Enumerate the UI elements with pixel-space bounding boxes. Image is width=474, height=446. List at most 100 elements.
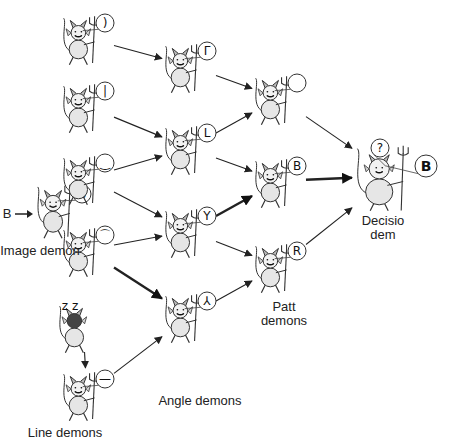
demon-figure bbox=[357, 139, 437, 211]
bubble-symbol: ⌒ bbox=[92, 227, 118, 243]
demon-face bbox=[267, 92, 273, 97]
signal-arrow bbox=[114, 117, 162, 137]
demon-head bbox=[71, 26, 86, 41]
bubble-tail bbox=[275, 89, 291, 90]
demon-node: Y bbox=[162, 205, 216, 257]
demon-node bbox=[252, 72, 306, 124]
demon-node: L bbox=[162, 122, 216, 174]
signal-arrow bbox=[114, 267, 162, 298]
demon-face bbox=[75, 172, 81, 177]
demon-head bbox=[71, 94, 86, 109]
demon-body bbox=[69, 180, 87, 199]
demon-arm bbox=[186, 235, 197, 238]
demon-body bbox=[44, 211, 63, 232]
bubble-tail bbox=[185, 57, 201, 58]
demon-body bbox=[171, 318, 189, 337]
bubble-symbol: ) bbox=[92, 15, 118, 31]
demon-head bbox=[45, 195, 61, 211]
bubble-symbol: — bbox=[92, 371, 118, 387]
bubble-symbol: B bbox=[413, 158, 439, 174]
pitchfork-head bbox=[398, 146, 408, 155]
bubble-symbol: Y bbox=[194, 208, 220, 224]
demon-head bbox=[173, 54, 188, 69]
demon-body bbox=[69, 40, 87, 59]
demon-head bbox=[263, 86, 278, 101]
signal-arrow bbox=[216, 242, 252, 256]
demon-body bbox=[69, 108, 87, 127]
signal-arrow bbox=[216, 158, 252, 171]
signal-arrow bbox=[216, 281, 252, 301]
demon-head bbox=[71, 382, 86, 397]
demon-figure bbox=[60, 306, 87, 353]
demon-node: | bbox=[60, 80, 114, 132]
demon-arm bbox=[276, 185, 287, 188]
demon-arm bbox=[84, 42, 95, 45]
demon-body bbox=[69, 396, 87, 415]
demon-face bbox=[267, 260, 273, 265]
signal-arrow bbox=[216, 113, 252, 133]
demon-arm bbox=[186, 70, 197, 73]
demon-face bbox=[177, 142, 183, 147]
demon-body bbox=[261, 268, 279, 287]
input-letter: B bbox=[0, 207, 14, 221]
demon-body bbox=[65, 328, 83, 347]
demon-node: ‿ bbox=[60, 152, 114, 204]
demon-body bbox=[261, 100, 279, 119]
demon-face bbox=[50, 202, 56, 207]
sleep-text: z z bbox=[57, 298, 83, 314]
demon-figure bbox=[256, 74, 306, 125]
signal-arrow bbox=[114, 45, 162, 58]
demon-arm bbox=[276, 102, 287, 105]
demon-outline bbox=[352, 140, 432, 212]
bubble-tail bbox=[185, 307, 201, 308]
bubble-symbol: Γ bbox=[194, 43, 220, 59]
bubble-tail bbox=[83, 241, 99, 242]
demon-node: — bbox=[60, 368, 114, 420]
demon-head bbox=[263, 254, 278, 269]
input-arrow-line bbox=[15, 213, 27, 215]
bubble-tail bbox=[83, 97, 99, 98]
demon-node: R bbox=[252, 240, 306, 292]
bubble-symbol: ? bbox=[367, 140, 393, 156]
speech-bubble bbox=[288, 74, 306, 92]
demon-node: B bbox=[252, 155, 306, 207]
bubble-tail bbox=[385, 166, 418, 174]
signal-arrow bbox=[306, 117, 352, 149]
demon-head bbox=[173, 304, 188, 319]
demon-arm bbox=[84, 110, 95, 113]
demon-arm bbox=[84, 254, 95, 257]
demon-face bbox=[376, 168, 382, 173]
demon-body bbox=[171, 233, 189, 252]
demon-body bbox=[261, 183, 279, 202]
bubble-symbol: L bbox=[194, 125, 220, 141]
bubble-tail bbox=[275, 257, 291, 258]
signal-arrow bbox=[306, 208, 352, 245]
demon-node: z z bbox=[56, 300, 110, 352]
bubble-tail bbox=[58, 200, 76, 202]
demon-head bbox=[71, 166, 86, 181]
demon-face bbox=[75, 388, 81, 393]
demon-head bbox=[173, 219, 188, 234]
demon-body bbox=[366, 179, 393, 205]
bubble-symbol: ⅄ bbox=[194, 293, 220, 309]
demon-arm bbox=[84, 182, 95, 185]
demon-node: ) bbox=[60, 12, 114, 64]
signal-arrow bbox=[114, 236, 162, 245]
bubble-symbol: ‿ bbox=[92, 155, 118, 171]
demon-face bbox=[75, 100, 81, 105]
demon-face bbox=[75, 32, 81, 37]
signal-arrow bbox=[114, 192, 162, 217]
column-label: Image demon bbox=[0, 244, 80, 258]
bubble-tail bbox=[185, 222, 201, 223]
demon-face bbox=[267, 175, 273, 180]
demon-arm bbox=[186, 320, 197, 323]
demon-body bbox=[171, 68, 189, 87]
demon-arm bbox=[387, 181, 403, 185]
column-label: Line demons bbox=[10, 426, 120, 440]
demon-node: Γ bbox=[162, 40, 216, 92]
demon-arm bbox=[186, 152, 197, 155]
signal-arrow bbox=[306, 178, 352, 180]
demon-head bbox=[263, 169, 278, 184]
signal-arrow bbox=[216, 76, 252, 89]
